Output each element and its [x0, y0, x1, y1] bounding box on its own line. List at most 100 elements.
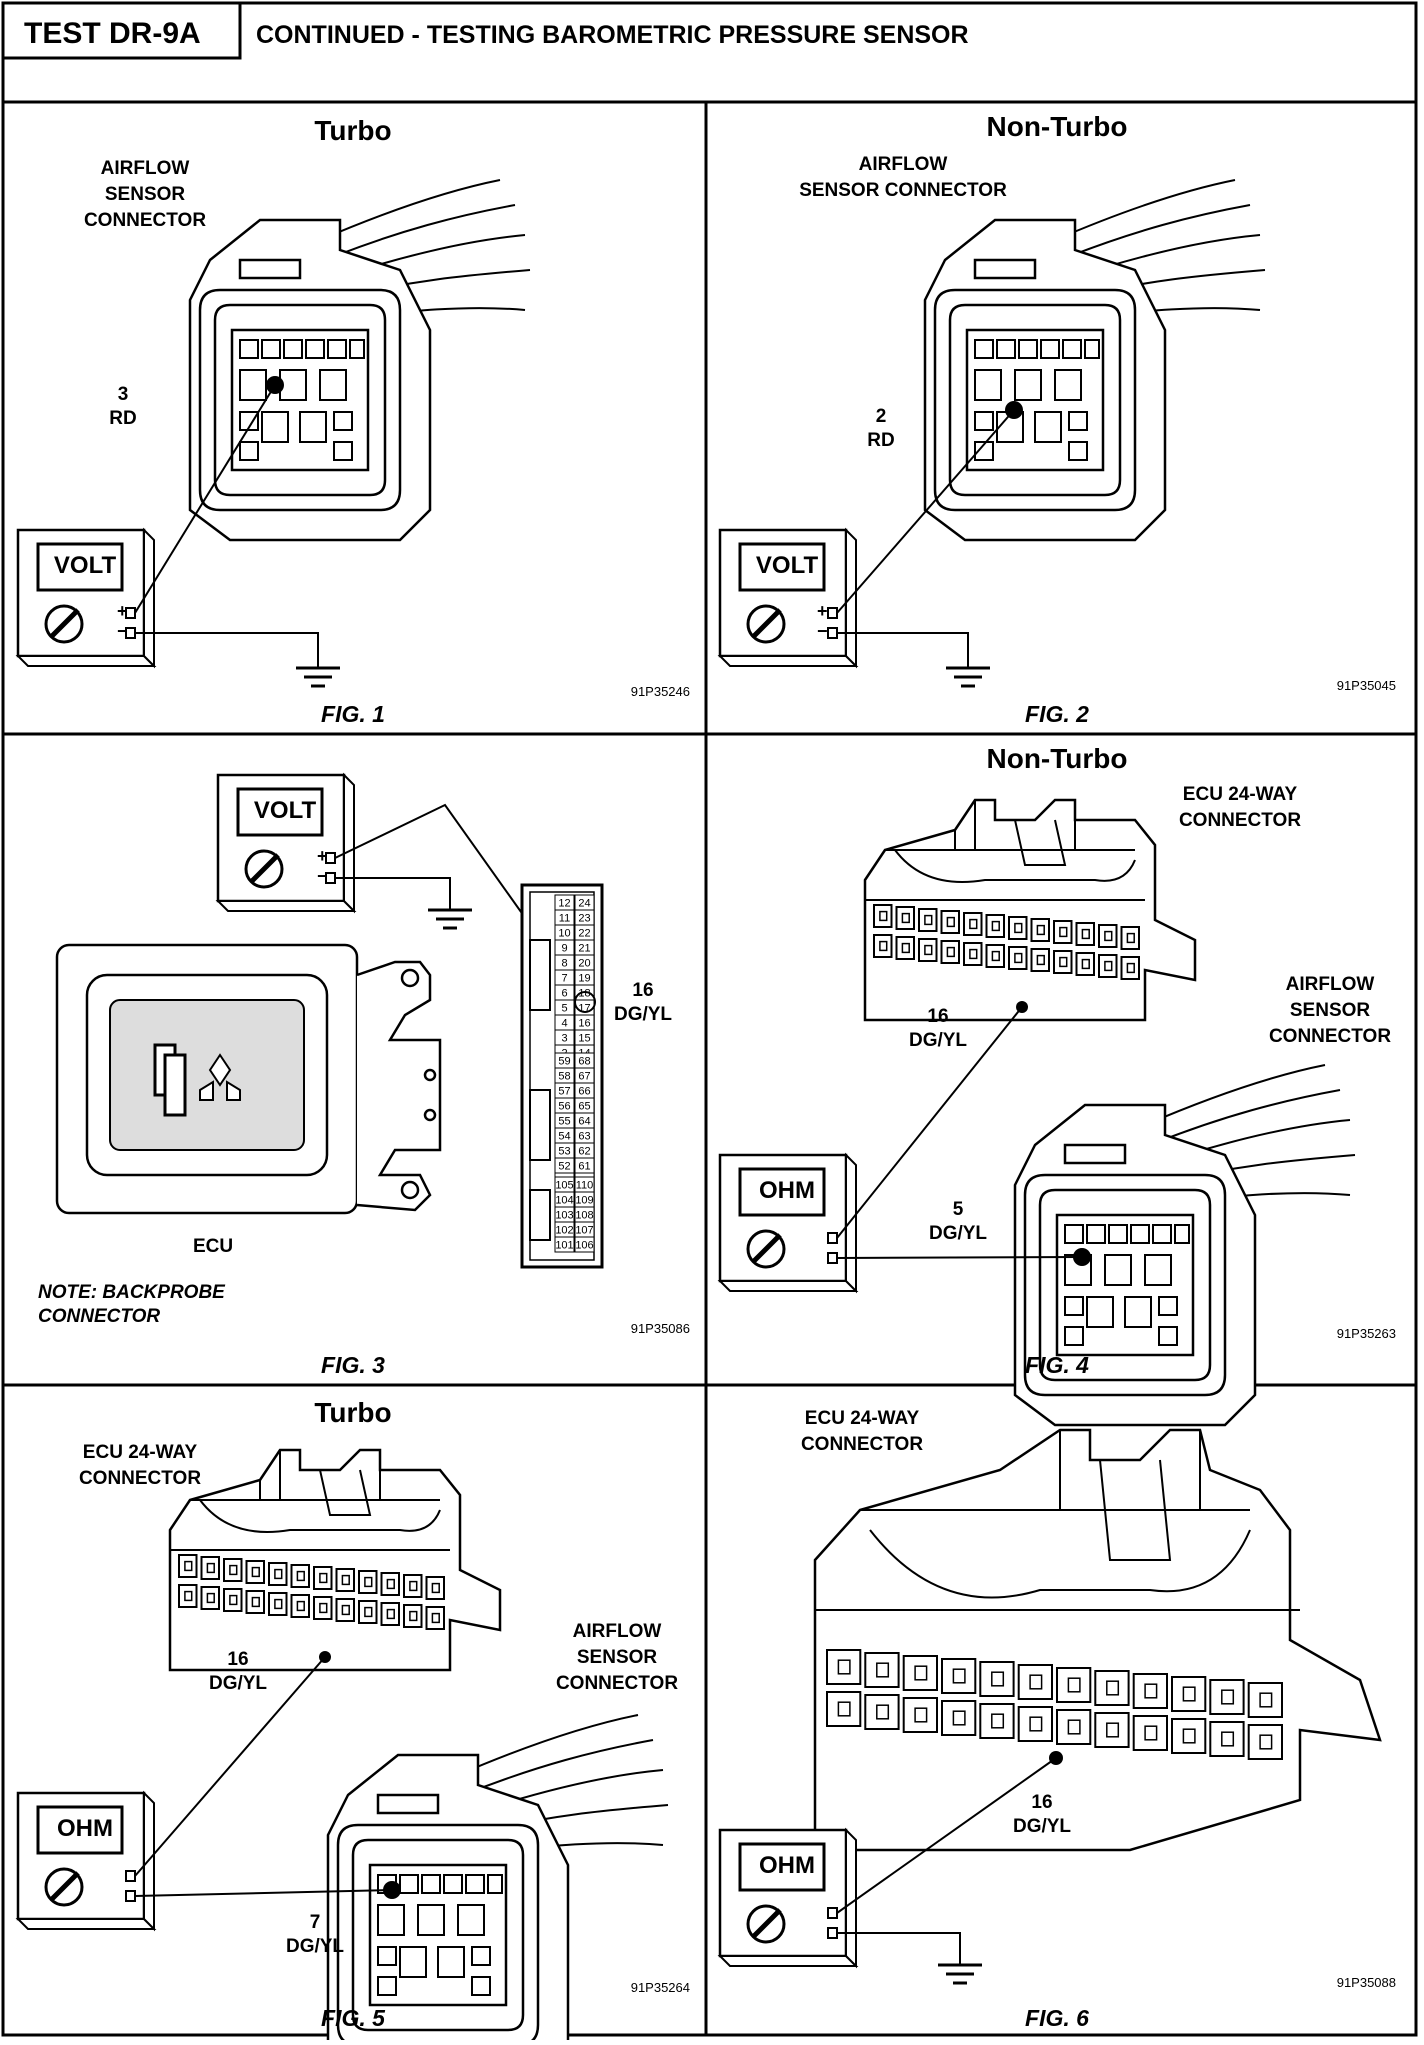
airflow-label-line-2: SENSOR — [1290, 1000, 1371, 1021]
terminal — [914, 1665, 928, 1681]
terminal — [274, 1598, 283, 1610]
pin-number-label: 23 — [578, 913, 590, 925]
terminal — [251, 1596, 260, 1608]
terminal — [1144, 1725, 1158, 1741]
connector-label-line-2: SENSOR — [105, 184, 186, 205]
drawing-ref: 91P35045 — [1337, 678, 1396, 693]
ground-icon — [294, 666, 342, 688]
wire-color: DG/YL — [614, 1004, 672, 1025]
pin-number-label: 3 — [561, 1033, 567, 1045]
voltmeter — [218, 775, 354, 911]
pin-number-label: 18 — [578, 988, 590, 1000]
airflow-sensor-connector — [326, 1713, 670, 2045]
voltmeter — [18, 530, 154, 666]
ecu-connector-label-line-1: ECU 24-WAY — [83, 1442, 198, 1463]
terminal — [409, 1580, 418, 1592]
connector-label-line-2: SENSOR CONNECTOR — [799, 180, 1007, 201]
pin-number-label: 55 — [558, 1116, 570, 1128]
terminal — [879, 910, 888, 922]
terminal — [1029, 1674, 1043, 1690]
pin-number-label: 4 — [561, 1018, 567, 1030]
terminal — [409, 1610, 418, 1622]
pin-number-label: 109 — [575, 1195, 593, 1207]
terminal — [229, 1594, 238, 1606]
pin-number-label: 24 — [578, 898, 590, 910]
logo-icon — [199, 1053, 241, 1101]
pin-number-label: 52 — [558, 1161, 570, 1173]
pin-number-label: 107 — [575, 1225, 593, 1237]
figure-caption: FIG. 2 — [1025, 701, 1089, 727]
airflow-label-line-3: CONNECTOR — [1269, 1026, 1391, 1047]
terminal — [386, 1578, 395, 1590]
ecu-connector-label-line-1: ECU 24-WAY — [1183, 784, 1298, 805]
cavity — [1056, 1667, 1092, 1703]
panel-fig-6: ECU 24-WAY CONNECTOR 16 DG/YL OHM 91P350… — [720, 1408, 1396, 2031]
terminal — [1036, 924, 1045, 936]
terminal — [1182, 1686, 1196, 1702]
test-code: TEST DR-9A — [24, 17, 201, 50]
terminal — [876, 1704, 890, 1720]
terminal — [1182, 1728, 1196, 1744]
pin-number-label: 110 — [576, 1180, 594, 1192]
pin-number-label: 59 — [558, 1056, 570, 1068]
terminal — [1106, 1722, 1120, 1738]
terminal — [1106, 1680, 1120, 1696]
cavity — [864, 1652, 900, 1688]
terminal — [341, 1574, 350, 1586]
note-line-2: CONNECTOR — [38, 1306, 160, 1327]
panel-title: Turbo — [314, 115, 391, 146]
pin-number-label: 20 — [578, 958, 590, 970]
ecu-connector-label-line-2: CONNECTOR — [79, 1468, 201, 1489]
ohmmeter — [18, 1793, 154, 1929]
terminal — [991, 920, 1000, 932]
negative-lead — [135, 632, 319, 668]
terminal — [946, 916, 955, 928]
terminal — [879, 940, 888, 952]
airflow-label-line-2: SENSOR — [577, 1647, 658, 1668]
pin-number-label: 16 — [578, 1018, 590, 1030]
pin-number-label: 103 — [555, 1210, 573, 1222]
pin-number-label: 68 — [578, 1056, 590, 1068]
header-title: CONTINUED - TESTING BAROMETRIC PRESSURE … — [256, 21, 969, 49]
terminal — [969, 918, 978, 930]
meter-label: OHM — [759, 1852, 815, 1879]
terminal — [1221, 1731, 1235, 1747]
pin-number-label: 61 — [578, 1161, 590, 1173]
svg-text:+: + — [317, 846, 328, 866]
panel-title: Non-Turbo — [987, 111, 1128, 142]
terminal — [206, 1562, 215, 1574]
pin-number-label: 58 — [558, 1071, 570, 1083]
panel-title: Non-Turbo — [987, 743, 1128, 774]
svg-text:−: − — [117, 621, 128, 641]
connector-label-line-1: AIRFLOW — [859, 154, 948, 175]
pin-number-label: 5 — [561, 1003, 567, 1015]
terminal — [431, 1612, 440, 1624]
panel-title: Turbo — [314, 1397, 391, 1428]
terminal — [1221, 1689, 1235, 1705]
probe-point — [574, 991, 596, 1013]
test-code-box — [1, 1, 242, 60]
figure-caption: FIG. 1 — [321, 701, 385, 727]
terminal — [1036, 954, 1045, 966]
drawing-ref: 91P35246 — [631, 684, 690, 699]
airflow-label-line-3: CONNECTOR — [556, 1673, 678, 1694]
lead-a — [134, 1656, 326, 1877]
pin-number: 3 — [118, 384, 129, 405]
pin-cell — [574, 1236, 595, 1253]
terminal — [1081, 958, 1090, 970]
ecu-pin-connector: 1224112310229218207196185174163152141135… — [520, 883, 604, 1269]
terminal — [319, 1602, 328, 1614]
panel-fig-1: Turbo AIRFLOW SENSOR CONNECTOR 3 RD VOLT… — [18, 115, 690, 727]
pin-number-label: 66 — [578, 1086, 590, 1098]
figure-caption: FIG. 5 — [321, 2005, 386, 2031]
terminal — [991, 1713, 1005, 1729]
connector-label-line-3: CONNECTOR — [84, 210, 206, 231]
positive-lead — [836, 409, 1015, 614]
terminal — [229, 1564, 238, 1576]
panel-fig-4: Non-Turbo ECU 24-WAY CONNECTOR AIRFLOW S… — [720, 743, 1396, 1427]
terminal — [991, 1671, 1005, 1687]
terminal — [1067, 1677, 1081, 1693]
svg-text:−: − — [317, 866, 328, 886]
ohmmeter — [720, 1155, 856, 1291]
